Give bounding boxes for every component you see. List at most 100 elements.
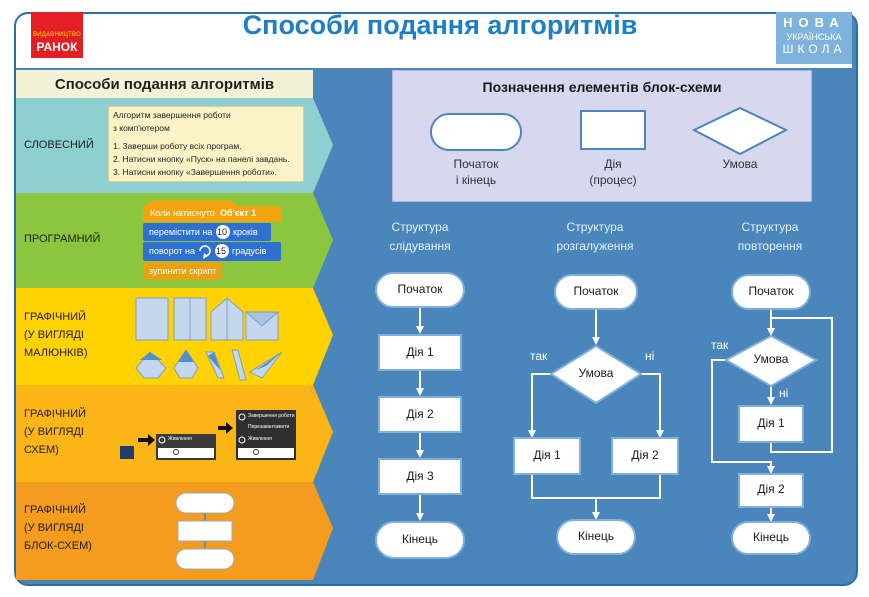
sequence-start-label: Початок: [397, 282, 443, 296]
scratch-move-number: 10: [217, 227, 228, 237]
note-step-2: 2. Натисни кнопку «Пуск» на панелі завда…: [113, 154, 290, 164]
nus-line3: ШКОЛА: [782, 42, 846, 56]
loop-start-label: Початок: [748, 284, 794, 298]
legend-process-caption-2: (процес): [589, 173, 637, 187]
note-title-2: з комп'ютером: [113, 123, 170, 133]
nus-line1: НОВА: [783, 15, 845, 30]
note-step-1: 1. Заверши роботу всіх програм.: [113, 141, 242, 151]
legend-terminal-caption-1: Початок: [453, 157, 499, 171]
branch-yes-label: так: [530, 349, 548, 363]
sequence-title-2: слідування: [389, 239, 451, 253]
sequence-action-1: [378, 334, 462, 371]
branch-connectors: [528, 309, 664, 520]
search-icon: [253, 449, 259, 455]
scratch-move-unit: кроків: [233, 227, 258, 237]
nus-line2: УКРАЇНСЬКА: [786, 32, 842, 42]
sequence-start: [375, 272, 465, 308]
loop-title-1: Структура: [741, 220, 799, 234]
menu-power-label: Живлення: [168, 436, 192, 442]
branch-end-label: Кінець: [577, 529, 615, 543]
menu-shutdown-label: Завершення роботи: [248, 413, 295, 419]
branch-start: [554, 274, 638, 310]
menu-restart-label: Перезавантажити: [248, 424, 290, 430]
loop-action-2: [738, 473, 804, 508]
sequence-shapes: [375, 272, 465, 559]
rotate-icon: [199, 245, 211, 259]
folding-step-5: [135, 351, 167, 379]
scratch-move-block: [143, 223, 271, 241]
scratch-turn-number: 15: [216, 246, 227, 256]
scratch-when-clicked: Коли натиснуто: [150, 208, 215, 218]
scratch-object: Об'єкт 1: [220, 208, 257, 218]
branch-shapes: [513, 274, 679, 555]
branch-end: [556, 519, 636, 555]
arrow-right-icon: [138, 434, 155, 446]
sequence-title: Структура слідування: [370, 218, 470, 256]
sequence-action-3: [378, 458, 462, 495]
note-title-1: Алгоритм завершення роботи: [113, 110, 231, 120]
shutdown-menu-search: [238, 448, 294, 458]
header: [16, 14, 852, 68]
folding-step-7: [205, 351, 225, 379]
row-pictures-label: ГРАФІЧНИЙ (У ВИГЛЯДІ МАЛЮНКІВ): [24, 311, 88, 359]
legend-terminal-caption-2: і кінець: [455, 173, 497, 187]
power-icon: [238, 436, 246, 444]
left-heading: Способи подання алгоритмів: [16, 70, 313, 99]
folding-step-4: [244, 311, 280, 341]
page-title: Способи подання алгоритмів: [242, 10, 638, 40]
arrow-right-icon: [218, 422, 233, 434]
branch-no-label: ні: [645, 349, 655, 363]
sequence-action-1-label: Дія 1: [406, 345, 434, 359]
scratch-turn-block: [143, 242, 281, 261]
folding-step-3: [210, 297, 244, 341]
sequence-end: [375, 521, 465, 559]
sequence-action-2-label: Дія 2: [406, 407, 434, 421]
sequence-title-1: Структура: [391, 220, 449, 234]
legend-process-caption-1: Дія: [604, 157, 622, 171]
folding-step-6: [173, 349, 199, 379]
legend-decision-shape: [691, 106, 789, 156]
loop-condition: [723, 334, 819, 388]
loop-connectors: [711, 309, 833, 522]
verbal-algorithm-note: Алгоритм завершення роботи з комп'ютером…: [108, 106, 304, 182]
branch-condition: [549, 344, 643, 405]
sequence-action-3-label: Дія 3: [406, 469, 434, 483]
legend-decision-caption: Умова: [722, 157, 758, 171]
branch-action-2-label: Дія 2: [631, 448, 659, 462]
folding-step-1: [135, 297, 169, 341]
legend-process-caption: Дія (процес): [573, 156, 653, 188]
legend-process-shape: [580, 110, 646, 150]
note-step-3: 3. Натисни кнопку «Завершення роботи».: [113, 167, 277, 177]
branch-action-2: [611, 437, 679, 475]
start-menu-search: [158, 448, 214, 458]
scratch-turn-unit: градусів: [232, 246, 267, 256]
row-flowchart-label: ГРАФІЧНИЙ (У ВИГЛЯДІ БЛОК-СХЕМ): [24, 504, 92, 552]
legend-title: Позначення елементів блок-схеми: [482, 79, 722, 95]
loop-shapes: [723, 274, 819, 555]
loop-yes-label: так: [711, 338, 729, 352]
power-icon: [238, 413, 246, 421]
loop-condition-label: Умова: [753, 352, 789, 366]
left-heading-text: Способи подання алгоритмів: [54, 76, 275, 93]
publisher-logo: ВИДАВНИЦТВО РАНОК: [31, 12, 83, 58]
loop-action-1-label: Дія 1: [757, 416, 785, 430]
loop-no-label: ні: [779, 386, 789, 400]
scratch-turn-text: поворот на: [149, 246, 195, 256]
search-icon: [173, 449, 179, 455]
branch-title-2: розгалуження: [556, 239, 634, 253]
scratch-turn-degrees-bubble: [215, 244, 229, 258]
branch-title: Структура розгалуження: [540, 218, 650, 256]
branch-start-label: Початок: [573, 284, 619, 298]
folding-step-2: [173, 297, 207, 341]
legend-terminal-caption: Початок і кінець: [431, 156, 521, 188]
scratch-hat-block: [143, 200, 282, 222]
branch-title-1: Структура: [566, 220, 624, 234]
paper-plane-final: [248, 351, 283, 379]
scratch-move-text: перемістити на: [149, 227, 213, 237]
nus-logo: НОВА УКРАЇНСЬКА ШКОЛА: [776, 12, 852, 64]
